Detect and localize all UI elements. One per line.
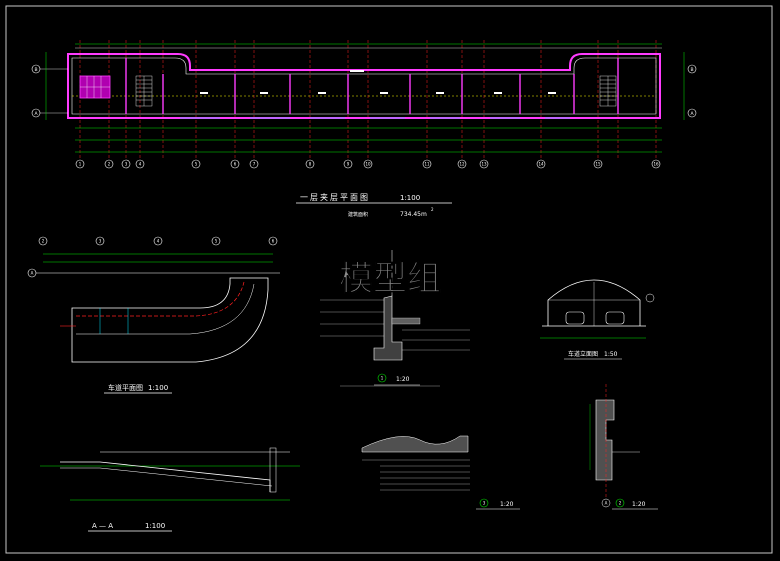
section-aa-scale: 1:100 xyxy=(145,522,165,530)
section-aa-title: A — A xyxy=(92,522,113,530)
axis-label: 16 xyxy=(653,162,659,167)
row-label-b-right: B xyxy=(690,67,693,73)
tunnel-section-title: 车道立面图 xyxy=(568,350,598,358)
ramp-axis-label: 3 xyxy=(99,239,102,244)
detail-3-number: 3 xyxy=(483,501,486,506)
floor-plan-area-sup: 2 xyxy=(431,207,434,212)
tunnel-section: 车道立面图 1:50 xyxy=(540,279,655,360)
floor-plan-title: 一层夹层平面图 xyxy=(300,192,370,202)
detail-1-scale: 1:20 xyxy=(396,376,410,383)
axis-label: 14 xyxy=(538,162,544,167)
car-icon xyxy=(605,311,625,325)
detail-2-row-label: A xyxy=(605,501,608,506)
axis-label: 2 xyxy=(108,162,111,167)
detail-2-scale: 1:20 xyxy=(632,501,646,508)
ramp-row-label: A xyxy=(31,271,34,276)
detail-2-number: 2 xyxy=(619,501,622,506)
ramp-axis-label: 6 xyxy=(272,239,275,244)
floor-plan: B A B A 1 2 3 4 5 6 7 8 9 10 11 12 13 xyxy=(31,40,697,218)
tunnel-section-scale: 1:50 xyxy=(604,351,618,358)
detail-3-scale: 1:20 xyxy=(500,501,514,508)
row-label-a-right: A xyxy=(690,111,694,117)
stair-right xyxy=(599,75,617,107)
row-label-b-left: B xyxy=(34,67,37,73)
detail-1: 1 1:20 xyxy=(320,250,470,387)
ramp-plan-scale: 1:100 xyxy=(148,384,168,392)
floor-plan-axis-bubbles xyxy=(75,159,661,169)
ramp-axis-label: 5 xyxy=(215,239,218,244)
ramp-plan-title: 车道平面图 xyxy=(108,383,143,392)
drawing-frame xyxy=(5,5,773,554)
floor-plan-scale: 1:100 xyxy=(400,194,420,202)
ramp-plan: 2 3 4 5 6 A 车道平面图 1:100 xyxy=(27,236,280,394)
section-aa: A — A 1:100 xyxy=(40,447,300,532)
ramp-axis-label: 2 xyxy=(42,239,45,244)
axis-label: 12 xyxy=(459,162,465,167)
row-label-a-left: A xyxy=(34,111,38,117)
watermark-logo: 模型组 xyxy=(339,259,441,299)
axis-label: 6 xyxy=(234,162,237,167)
stair-left xyxy=(135,75,153,107)
axis-label: 1 xyxy=(79,162,82,167)
axis-label: 3 xyxy=(125,162,128,167)
axis-label: 8 xyxy=(309,162,312,167)
axis-label: 9 xyxy=(347,162,350,167)
axis-label: 5 xyxy=(195,162,198,167)
axis-label: 15 xyxy=(595,162,601,167)
axis-label: 11 xyxy=(424,162,430,167)
axis-label: 7 xyxy=(253,162,256,167)
detail-3: 3 1:20 xyxy=(361,435,520,510)
floor-plan-area-value: 734.45m xyxy=(400,211,427,218)
detail-2: A 2 1:20 xyxy=(589,384,658,510)
detail-1-number: 1 xyxy=(381,376,384,381)
car-icon xyxy=(565,311,585,325)
axis-label: 4 xyxy=(139,162,142,167)
axis-label: 13 xyxy=(481,162,487,167)
floor-plan-area-label: 建筑面积 xyxy=(348,211,368,218)
ramp-axis-label: 4 xyxy=(157,239,160,244)
axis-label: 10 xyxy=(365,162,371,167)
floor-plan-row-markers xyxy=(31,52,697,120)
